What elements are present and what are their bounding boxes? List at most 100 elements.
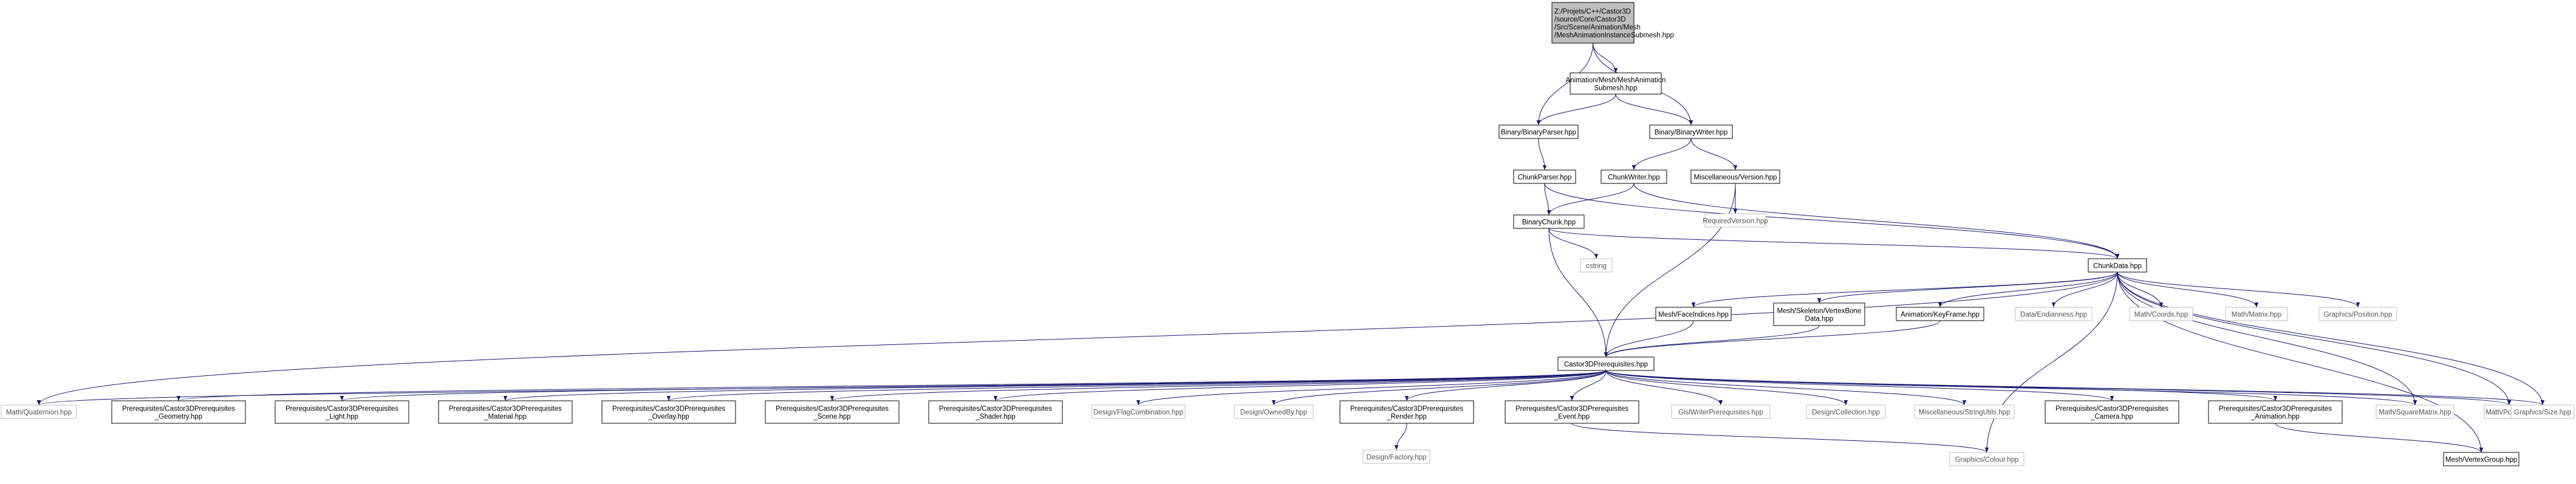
- edge-mas-to-bwriter: [1615, 94, 1693, 126]
- node-endian[interactable]: Data/Endianness.hpp: [2015, 307, 2093, 321]
- edge-prereq-to-gsize: [1605, 370, 2544, 406]
- node-box: [1580, 258, 1613, 273]
- node-label: Animation/Mesh/MeshAnimation: [1566, 77, 1666, 84]
- edge-line: [504, 370, 1607, 401]
- edge-prereq-to-point: [1605, 370, 2511, 406]
- node-box: [1896, 307, 1984, 321]
- node-plight[interactable]: Prerequisites/Castor3DPrerequisites_Ligh…: [275, 400, 409, 424]
- node-box: [1551, 2, 1635, 44]
- node-label: Graphics/Colour.hpp: [1955, 457, 2019, 464]
- edge-line: [1394, 423, 1407, 451]
- edge-cdata-to-sqmatrix: [2117, 271, 2417, 406]
- node-box: [2318, 307, 2397, 321]
- edges-layer: [37, 43, 2545, 453]
- node-box: [2015, 307, 2093, 321]
- node-position[interactable]: Graphics/Position.hpp: [2318, 307, 2397, 321]
- node-factory[interactable]: Design/Factory.hpp: [1362, 449, 1430, 464]
- edge-line: [1548, 228, 1608, 358]
- edge-cdata-to-matrix: [2117, 271, 2259, 308]
- node-strutils[interactable]: Miscellaneous/StringUtils.hpp: [1914, 404, 2015, 419]
- edge-mas-to-bparser: [1536, 94, 1616, 126]
- node-keyframe[interactable]: Animation/KeyFrame.hpp: [1896, 307, 1984, 321]
- node-box: [1671, 404, 1771, 419]
- node-label: _Geometry.hpp: [154, 414, 202, 421]
- node-ownedby[interactable]: Design/OwnedBy.hpp: [1234, 404, 1314, 419]
- node-panim[interactable]: Prerequisites/Castor3DPrerequisites_Anim…: [2208, 400, 2343, 424]
- node-sqmatrix[interactable]: Math/SquareMatrix.hpp: [2376, 404, 2455, 419]
- node-pscene[interactable]: Prerequisites/Castor3DPrerequisites_Scen…: [765, 400, 900, 424]
- node-cwriter[interactable]: ChunkWriter.hpp: [1601, 169, 1667, 184]
- edge-line: [1404, 370, 1607, 401]
- node-bparser[interactable]: Binary/BinaryParser.hpp: [1498, 124, 1579, 139]
- edge-cdata-to-faceidx: [1691, 271, 2118, 308]
- edge-line: [1631, 138, 1692, 171]
- node-pevent[interactable]: Prerequisites/Castor3DPrerequisites_Even…: [1505, 400, 1639, 424]
- edge-root-to-bparser: [1536, 43, 1593, 126]
- node-version[interactable]: Miscellaneous/Version.hpp: [1690, 169, 1780, 184]
- edge-prereq-to-pover: [667, 370, 1607, 401]
- node-glsl[interactable]: GlslWriterPrerequisites.hpp: [1671, 404, 1771, 419]
- edge-line: [1605, 370, 1848, 406]
- node-colour[interactable]: Graphics/Colour.hpp: [1949, 452, 2024, 466]
- node-label: Data/Endianness.hpp: [2020, 312, 2087, 319]
- edge-line: [1633, 183, 2120, 259]
- node-label: Animation/KeyFrame.hpp: [1901, 312, 1980, 319]
- node-label: _Event.hpp: [1554, 414, 1590, 421]
- node-cparser[interactable]: ChunkParser.hpp: [1513, 169, 1576, 184]
- node-gsize[interactable]: Graphics/Size.hpp: [2510, 404, 2575, 419]
- edge-line: [1536, 94, 1616, 126]
- node-label: Prerequisites/Castor3DPrerequisites: [776, 406, 889, 413]
- node-pover[interactable]: Prerequisites/Castor3DPrerequisites_Over…: [601, 400, 736, 424]
- node-vgroup[interactable]: Mesh/VertexGroup.hpp: [2443, 452, 2520, 466]
- edge-keyframe-to-prereq: [1604, 320, 1941, 358]
- node-prereq[interactable]: Castor3DPrerequisites.hpp: [1557, 356, 1655, 371]
- node-prender[interactable]: Prerequisites/Castor3DPrerequisites_Rend…: [1339, 400, 1474, 424]
- node-pshader[interactable]: Prerequisites/Castor3DPrerequisites_Shad…: [928, 400, 1063, 424]
- node-box: [1570, 72, 1662, 95]
- node-box: [2129, 307, 2193, 321]
- node-label: Graphics/Size.hpp: [2514, 409, 2571, 417]
- node-box: [2208, 400, 2343, 424]
- edge-line: [1605, 370, 2511, 406]
- node-cdata[interactable]: ChunkData.hpp: [2088, 258, 2147, 273]
- node-cstring[interactable]: cstring: [1580, 258, 1613, 273]
- edge-cdata-to-point: [2117, 271, 2512, 406]
- node-label: Binary/BinaryParser.hpp: [1501, 129, 1576, 137]
- edge-prereq-to-sqmatrix: [1605, 370, 2417, 406]
- node-matrix[interactable]: Math/Matrix.hpp: [2225, 307, 2288, 321]
- node-label: Prerequisites/Castor3DPrerequisites: [1350, 406, 1463, 413]
- node-pgeom[interactable]: Prerequisites/Castor3DPrerequisites_Geom…: [111, 400, 246, 424]
- node-box: [1806, 404, 1886, 419]
- node-quat[interactable]: Math/Quaternion.hpp: [1, 404, 77, 419]
- node-pmat[interactable]: Prerequisites/Castor3DPrerequisites_Mate…: [438, 400, 573, 424]
- node-reqver[interactable]: RequiredVersion.hpp: [1703, 213, 1768, 228]
- node-faceidx[interactable]: Mesh/FaceIndices.hpp: [1655, 307, 1732, 321]
- edge-line: [1605, 370, 2544, 406]
- node-box: [601, 400, 736, 424]
- node-root[interactable]: Z:/Projets/C++/Castor3D/source/Core/Cast…: [1551, 2, 1674, 44]
- node-coords[interactable]: Math/Coords.hpp: [2129, 307, 2193, 321]
- node-flagcomb[interactable]: Design/FlagCombination.hpp: [1091, 404, 1186, 419]
- node-box: [1091, 404, 1186, 419]
- node-label: /Src/Scene/Animation/Mesh: [1554, 24, 1641, 32]
- node-label: Z:/Projets/C++/Castor3D: [1554, 9, 1631, 16]
- node-label: _Overlay.hpp: [647, 414, 689, 421]
- node-box: [1914, 404, 2015, 419]
- node-label: Prerequisites/Castor3DPrerequisites: [122, 406, 235, 413]
- edge-root-to-mas: [1593, 43, 1618, 73]
- node-bwriter[interactable]: Binary/BinaryWriter.hpp: [1649, 124, 1733, 139]
- node-collection[interactable]: Design/Collection.hpp: [1806, 404, 1886, 419]
- node-label: Mesh/FaceIndices.hpp: [1658, 312, 1729, 319]
- node-box: [928, 400, 1063, 424]
- edge-cdata-to-coords: [2117, 271, 2164, 308]
- edge-cdata-to-quat: [37, 271, 2118, 406]
- edge-line: [1938, 271, 2118, 308]
- node-box: [1513, 214, 1585, 229]
- node-bchunk[interactable]: BinaryChunk.hpp: [1513, 214, 1585, 229]
- edge-cdata-to-vbone: [1817, 271, 2118, 304]
- edge-line: [1593, 43, 1618, 73]
- node-pcamera[interactable]: Prerequisites/Castor3DPrerequisites_Came…: [2045, 400, 2179, 424]
- edge-line: [1605, 370, 1723, 406]
